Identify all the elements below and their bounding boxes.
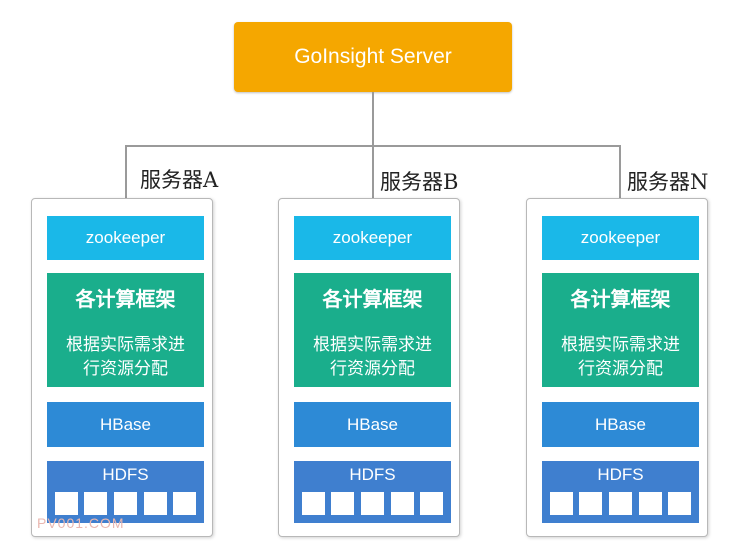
node-a-compute: 各计算框架 根据实际需求进 行资源分配	[47, 273, 204, 387]
node-a-hdfs-label: HDFS	[102, 465, 149, 484]
node-n-compute-desc: 根据实际需求进 行资源分配	[546, 333, 695, 381]
hdfs-block	[420, 492, 443, 515]
node-n-hdfs: HDFS	[542, 461, 699, 523]
node-b-hdfs: HDFS	[294, 461, 451, 523]
hdfs-block	[114, 492, 137, 515]
node-a-zookeeper: zookeeper	[47, 216, 204, 260]
connector-a	[125, 145, 127, 198]
node-b-name: 服务器B	[380, 170, 459, 194]
node-n-zookeeper: zookeeper	[542, 216, 699, 260]
goinsight-server-node: GoInsight Server	[234, 22, 512, 92]
hdfs-block	[609, 492, 632, 515]
hdfs-block	[331, 492, 354, 515]
hdfs-block	[302, 492, 325, 515]
node-a-hdfs: HDFS	[47, 461, 204, 523]
node-n-compute-title: 各计算框架	[570, 287, 671, 311]
hdfs-block	[579, 492, 602, 515]
node-a-compute-title: 各计算框架	[75, 287, 176, 311]
node-b-compute-desc-line2: 行资源分配	[330, 359, 415, 379]
node-n-hdfs-label: HDFS	[597, 465, 644, 484]
node-n-name: 服务器N	[627, 170, 709, 194]
node-b-compute: 各计算框架 根据实际需求进 行资源分配	[294, 273, 451, 387]
node-n-hbase: HBase	[542, 402, 699, 447]
hdfs-block	[173, 492, 196, 515]
node-n-box: zookeeper 各计算框架 根据实际需求进 行资源分配 HBase HDFS	[526, 198, 708, 537]
hdfs-block	[639, 492, 662, 515]
node-n-compute-desc-line1: 根据实际需求进	[561, 335, 680, 355]
node-b-compute-desc: 根据实际需求进 行资源分配	[298, 333, 447, 381]
node-b-hbase: HBase	[294, 402, 451, 447]
connector-server-down	[372, 92, 374, 146]
hdfs-block	[55, 492, 78, 515]
node-b-compute-desc-line1: 根据实际需求进	[313, 335, 432, 355]
node-a-compute-desc: 根据实际需求进 行资源分配	[51, 333, 200, 381]
node-a-hbase: HBase	[47, 402, 204, 447]
hdfs-block	[84, 492, 107, 515]
hdfs-block	[361, 492, 384, 515]
node-b-hdfs-label: HDFS	[349, 465, 396, 484]
node-b-zookeeper: zookeeper	[294, 216, 451, 260]
node-b-compute-title: 各计算框架	[322, 287, 423, 311]
hdfs-block	[668, 492, 691, 515]
node-n-compute-desc-line2: 行资源分配	[578, 359, 663, 379]
node-a-compute-desc-line1: 根据实际需求进	[66, 335, 185, 355]
node-a-box: zookeeper 各计算框架 根据实际需求进 行资源分配 HBase HDFS	[31, 198, 213, 537]
connector-b	[372, 145, 374, 198]
node-a-compute-desc-line2: 行资源分配	[83, 359, 168, 379]
hdfs-block	[391, 492, 414, 515]
node-a-name: 服务器A	[140, 168, 219, 192]
connector-n	[619, 145, 621, 198]
hdfs-block	[144, 492, 167, 515]
watermark: PV001.COM	[37, 515, 125, 531]
server-label: GoInsight Server	[294, 45, 452, 68]
node-b-box: zookeeper 各计算框架 根据实际需求进 行资源分配 HBase HDFS	[278, 198, 460, 537]
node-n-compute: 各计算框架 根据实际需求进 行资源分配	[542, 273, 699, 387]
hdfs-block	[550, 492, 573, 515]
